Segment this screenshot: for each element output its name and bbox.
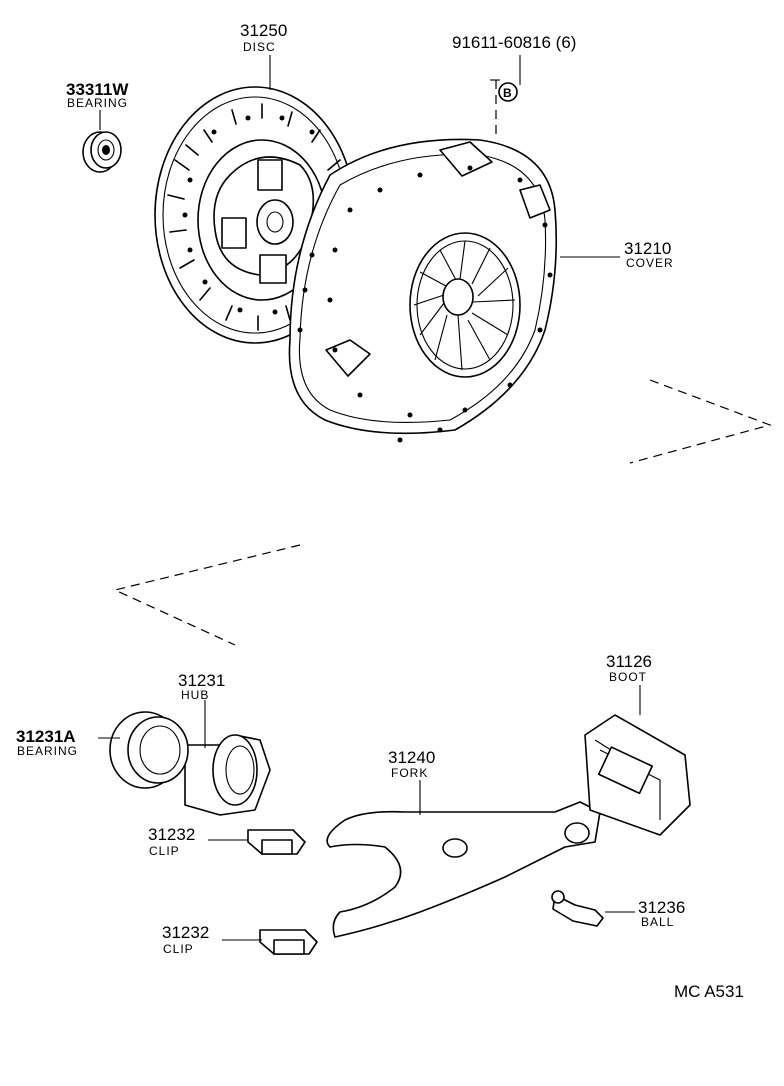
- ball-part-name: BALL: [641, 915, 674, 929]
- disc-part-number: 31250: [240, 21, 287, 40]
- hub-part-name: HUB: [181, 688, 209, 702]
- clip-1-part-number: 31232: [148, 825, 195, 844]
- release-bearing-part-name: BEARING: [17, 744, 78, 758]
- clip-2-part-number: 31232: [162, 923, 209, 942]
- cover-part-number: 31210: [624, 239, 671, 258]
- bolt-marker-letter: B: [503, 86, 513, 100]
- hub-part-number: 31231: [178, 671, 225, 690]
- pilot-bearing-drawing: [82, 131, 122, 173]
- diagram-code: MC A531: [674, 982, 744, 1001]
- clutch-cover-drawing: [288, 138, 558, 443]
- clip-2-part-name: CLIP: [163, 942, 194, 956]
- clip-1-drawing: [247, 829, 306, 855]
- boot-drawing: [584, 714, 691, 836]
- dashed-reference-lines: [113, 80, 772, 646]
- bearing-top-part-name: BEARING: [67, 96, 128, 110]
- release-fork-drawing: [326, 801, 601, 938]
- fork-part-number: 31240: [388, 748, 435, 767]
- clip-2-drawing: [259, 929, 318, 955]
- boot-part-name: BOOT: [609, 670, 647, 684]
- ball-part-number: 31236: [638, 898, 685, 917]
- fork-part-name: FORK: [391, 766, 428, 780]
- boot-part-number: 31126: [606, 652, 652, 671]
- clutch-disc-drawing: [154, 86, 356, 344]
- bearing-top-part-number: 33311W: [66, 80, 129, 99]
- disc-part-name: DISC: [243, 40, 276, 54]
- clip-1-part-name: CLIP: [149, 844, 180, 858]
- leader-lines: [98, 55, 641, 941]
- bolt-marker-b: [498, 82, 518, 102]
- cover-part-name: COVER: [626, 256, 674, 270]
- release-bearing-hub-drawing: [109, 711, 271, 816]
- release-bearing-part-number: 31231A: [16, 727, 76, 746]
- bolt-part-number: 91611-60816 (6): [452, 33, 576, 52]
- pivot-ball-drawing: [551, 890, 604, 927]
